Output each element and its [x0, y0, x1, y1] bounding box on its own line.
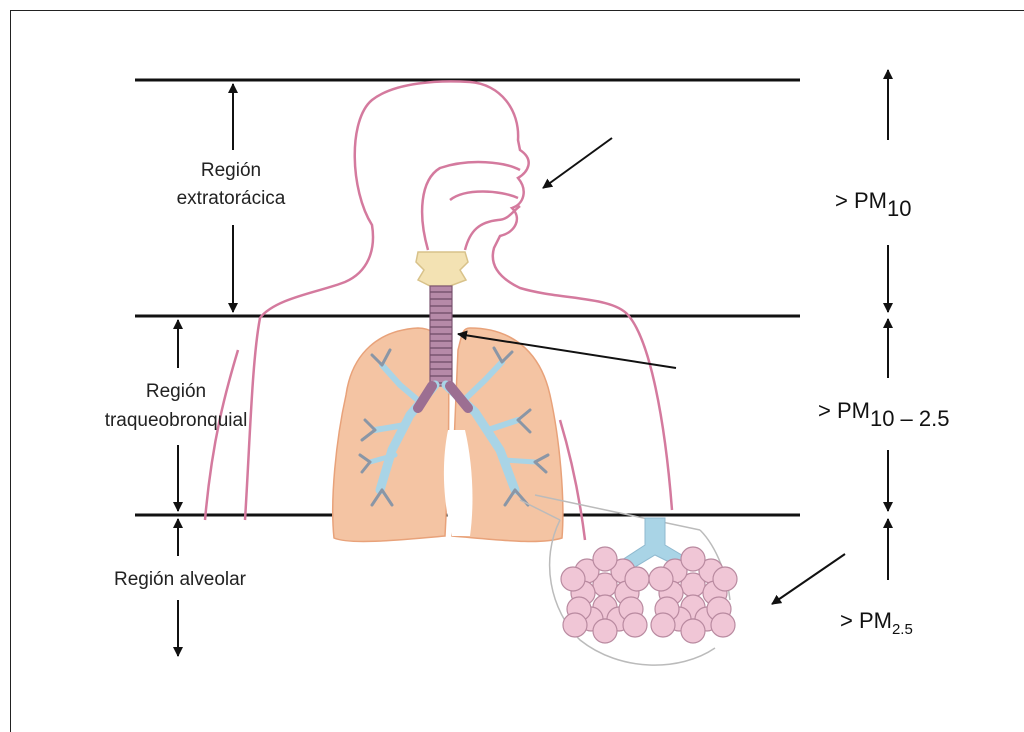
mouth-pointer-arrow [543, 138, 612, 188]
trachea [430, 286, 452, 386]
alveolus [649, 567, 673, 591]
pm10-25-prefix: > PM [818, 398, 870, 423]
region-tracheobronchial-label-2: traqueobronquial [105, 410, 248, 431]
alveolus [681, 619, 705, 643]
pm25-subscript: 2.5 [892, 621, 913, 638]
region-alveolar-label: Región alveolar [114, 569, 247, 590]
alveoli-pointer-arrow [772, 554, 845, 604]
pm10-subscript: 10 [887, 196, 911, 221]
pm10-prefix: > PM [835, 188, 887, 213]
pm10-label: > PM10 [835, 188, 911, 221]
region-extrathoracic-label-1: Región [201, 160, 261, 181]
alveolus [711, 613, 735, 637]
larynx [416, 252, 468, 286]
region-tracheobronchial-label-1: Región [146, 381, 206, 402]
region-extrathoracic-label-2: extratorácica [177, 188, 286, 209]
alveolus [651, 613, 675, 637]
pm10-25-label: > PM10 – 2.5 [818, 398, 949, 431]
alveolus [623, 613, 647, 637]
alveolus [713, 567, 737, 591]
alveolus [593, 547, 617, 571]
alveolus [681, 547, 705, 571]
alveolus [593, 619, 617, 643]
alveolus [625, 567, 649, 591]
pm25-prefix: > PM [840, 608, 892, 633]
pm10-25-subscript: 10 – 2.5 [870, 406, 950, 431]
pm25-label: > PM2.5 [840, 608, 913, 638]
alveolus [561, 567, 585, 591]
alveolus [563, 613, 587, 637]
